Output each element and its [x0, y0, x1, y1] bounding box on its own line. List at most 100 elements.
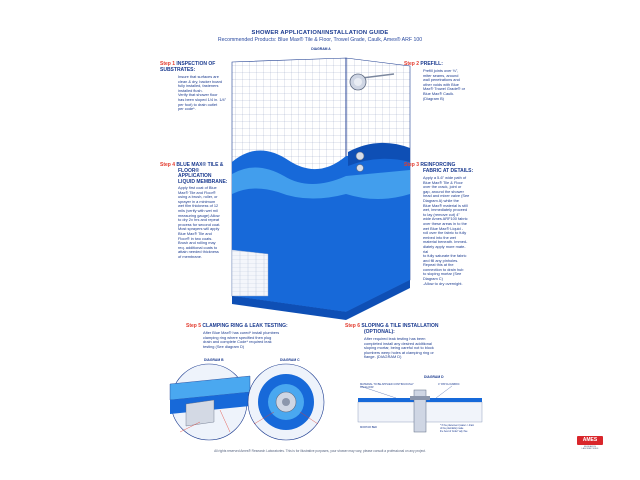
- step1-line: per code*.: [178, 106, 196, 112]
- step4-line: attain needed thickness: [178, 249, 219, 255]
- step4-line: req. additional coats to: [178, 244, 218, 250]
- diagram-d-callout-2: ON FLOOR: [360, 385, 374, 389]
- step1-title-line2: SUBSTRATES:: [160, 66, 196, 73]
- diagram-a-label: DIAGRAM A: [311, 47, 331, 51]
- step3-line: and fill any pinholes.: [423, 257, 459, 263]
- step3-line: diately apply more mate-: [423, 243, 466, 249]
- step6-heading: Step 6 SLOPING & TILE INSTALLATION (OPTI…: [345, 323, 495, 335]
- step2-line: Blue Max® Caulk.: [423, 90, 455, 96]
- step2-number: Step 2: [404, 61, 420, 67]
- diagram-b: [169, 363, 251, 441]
- step5-heading: Step 5 CLAMPING RING & LEAK TESTING:: [186, 323, 356, 330]
- step3-title-line2: FABRIC AT DETAILS:: [423, 167, 474, 174]
- diagram-d-callout-4: MORTAR BED: [360, 425, 377, 429]
- step4-line: Floor® in two coats.: [178, 235, 213, 241]
- step2-line: miter seams, around: [423, 72, 459, 78]
- diagram-c: [247, 363, 325, 441]
- step4-title-line2: FLOOR®: [178, 167, 200, 174]
- step1-line: clean & dry, backer board: [178, 78, 223, 84]
- step4-title-line1: BLUE MAX® TILE &: [176, 162, 224, 168]
- step2-line: wall penetrations and: [423, 77, 460, 83]
- step4-line: wet film thickness of 12: [178, 203, 219, 209]
- step3-line: Diagram A) while the: [423, 197, 459, 203]
- step3-line: wet Blue Max® Liquid -: [423, 225, 464, 231]
- step1-number: Step 1: [160, 61, 176, 67]
- step4-line: mils (verify with wet mil: [178, 207, 218, 213]
- step3-line: Blue Max® Tile & Floor: [423, 179, 463, 185]
- ames-logo-tagline: RESEARCH LABORATORIES: [581, 446, 599, 450]
- step3-line: over the crack, joint or: [423, 184, 462, 190]
- step3-line: -Allow to dry overnight.: [423, 280, 463, 286]
- diagram-b-label: DIAGRAM B: [204, 358, 224, 362]
- step6-number: Step 6: [345, 323, 361, 329]
- step4-line: measuring gauge) Allow: [178, 212, 220, 218]
- step5-line: clamping ring where specified then plug: [203, 334, 272, 340]
- step3-line: Repeat this at the: [423, 262, 454, 268]
- step5-number: Step 5: [186, 323, 202, 329]
- diagram-d-callout-3: 4" PATCH FABRIC: [438, 382, 460, 386]
- step3-number: Step 3: [404, 162, 420, 168]
- step3-title-line1: REINFORCING: [420, 162, 456, 168]
- step3-line: to fully saturate the fabric: [423, 253, 467, 259]
- step3-line: Blue Max® material is still: [423, 202, 468, 208]
- page-subtitle: Recommended Products: Blue Max® Tile & F…: [217, 37, 423, 43]
- step4-line: sprayer in a minimum: [178, 198, 216, 204]
- step3-line: wide Ames ARF100 fabric: [423, 216, 468, 222]
- step1-line: installed flush.: [178, 87, 203, 93]
- blue-membrane-top-right: [348, 142, 410, 166]
- step4-line: of membrane.: [178, 253, 203, 259]
- step3-line: head and mixer valve (See: [423, 193, 470, 199]
- step6-line: sloping mortar, being careful not to blo…: [364, 345, 434, 351]
- step5-line: testing (See diagram D): [203, 343, 245, 349]
- mixer-valve-icon: [355, 151, 365, 172]
- step4-body: Apply first coat of Blue Max® Tile and F…: [178, 185, 244, 260]
- step4-title-line4: LIQUID MEMBRANE:: [178, 178, 228, 185]
- step1-line: Verify that shower floor: [178, 92, 218, 98]
- step4-line: Apply first coat of Blue: [178, 185, 217, 190]
- diagram-b-corner-seam: [185, 399, 215, 427]
- step5-line: drain and complete Code* required leak: [203, 339, 272, 345]
- step4-line: Most sprayers will apply: [178, 226, 220, 232]
- step3-line: Apply a 5-6" wide path of: [423, 175, 467, 180]
- step2-title: PREFILL:: [420, 61, 443, 67]
- step3-body: Apply a 5-6" wide path of Blue Max® Tile…: [423, 175, 485, 286]
- diagram-d-callout-1: MATERIAL TO BE APPLIED CONTINUOUSLY: [360, 382, 414, 386]
- step5-body: After Blue Max® has cured* install plumb…: [203, 330, 323, 349]
- step3-line: roll over the fabric to fully: [423, 230, 467, 236]
- step3-line: Diagram C): [423, 276, 443, 282]
- step3-heading: Step 3 REINFORCING FABRIC AT DETAILS:: [404, 162, 484, 174]
- shower-floor-curb: [232, 280, 410, 320]
- step4-number: Step 4: [160, 162, 176, 168]
- step4-title-line3: APPLICATION: [178, 173, 212, 180]
- step1-heading: Step 1 INSPECTION OF SUBSTRATES:: [160, 61, 240, 73]
- step3-line: wet, immediately proceed: [423, 207, 468, 213]
- step3-line: material beneath. Immed-: [423, 239, 468, 245]
- step3-line: to sloping mortar (See: [423, 271, 462, 277]
- diagram-d-note-2: of the plan/kids) make: [440, 427, 464, 430]
- diagram-d-note-3: the best of Code* adj. flue: [440, 430, 468, 433]
- step1-line: fully installed, fasteners: [178, 83, 219, 89]
- step3-line: embed into the wet: [423, 234, 456, 240]
- shower-illustration: DIAGRAM A: [231, 47, 411, 320]
- step6-line: flange. (DIAGRAM D): [364, 354, 402, 360]
- step3-line: gap, around the shower: [423, 188, 464, 194]
- step4-line: process for second coat.: [178, 221, 221, 227]
- step6-body: After required leak testing has been com…: [364, 336, 474, 360]
- step3-line: to lay (remove cut) 4": [423, 211, 460, 217]
- step4-line: using a brush, roller, or: [178, 194, 218, 200]
- step1-body: Insure that surfaces are clean & dry, ba…: [178, 74, 242, 112]
- diagram-d-drain: [413, 389, 427, 433]
- step6-title-line1: SLOPING & TILE INSTALLATION: [361, 323, 439, 329]
- step4-line: Brush and rolling may: [178, 240, 216, 246]
- step5-line: After Blue Max® has cured* install plumb…: [203, 330, 280, 335]
- step3-line: over these areas in to the: [423, 220, 467, 226]
- blue-membrane-highlight: [232, 167, 410, 199]
- step2-line: Max® Trowel Grade® or: [423, 86, 466, 92]
- step4-line: Max® Tile and Floor®: [178, 189, 216, 195]
- page-title: SHOWER APPLICATION/INSTALLATION GUIDE: [251, 30, 389, 36]
- step1-line: Insure that surfaces are: [178, 74, 219, 79]
- diagram-d-note-1: * If the placement (water-> drain: [440, 424, 475, 427]
- step2-line: Prefill joints over ⅛",: [423, 68, 459, 73]
- tile-section: [231, 249, 269, 297]
- step2-line: other voids with Blue: [423, 81, 459, 87]
